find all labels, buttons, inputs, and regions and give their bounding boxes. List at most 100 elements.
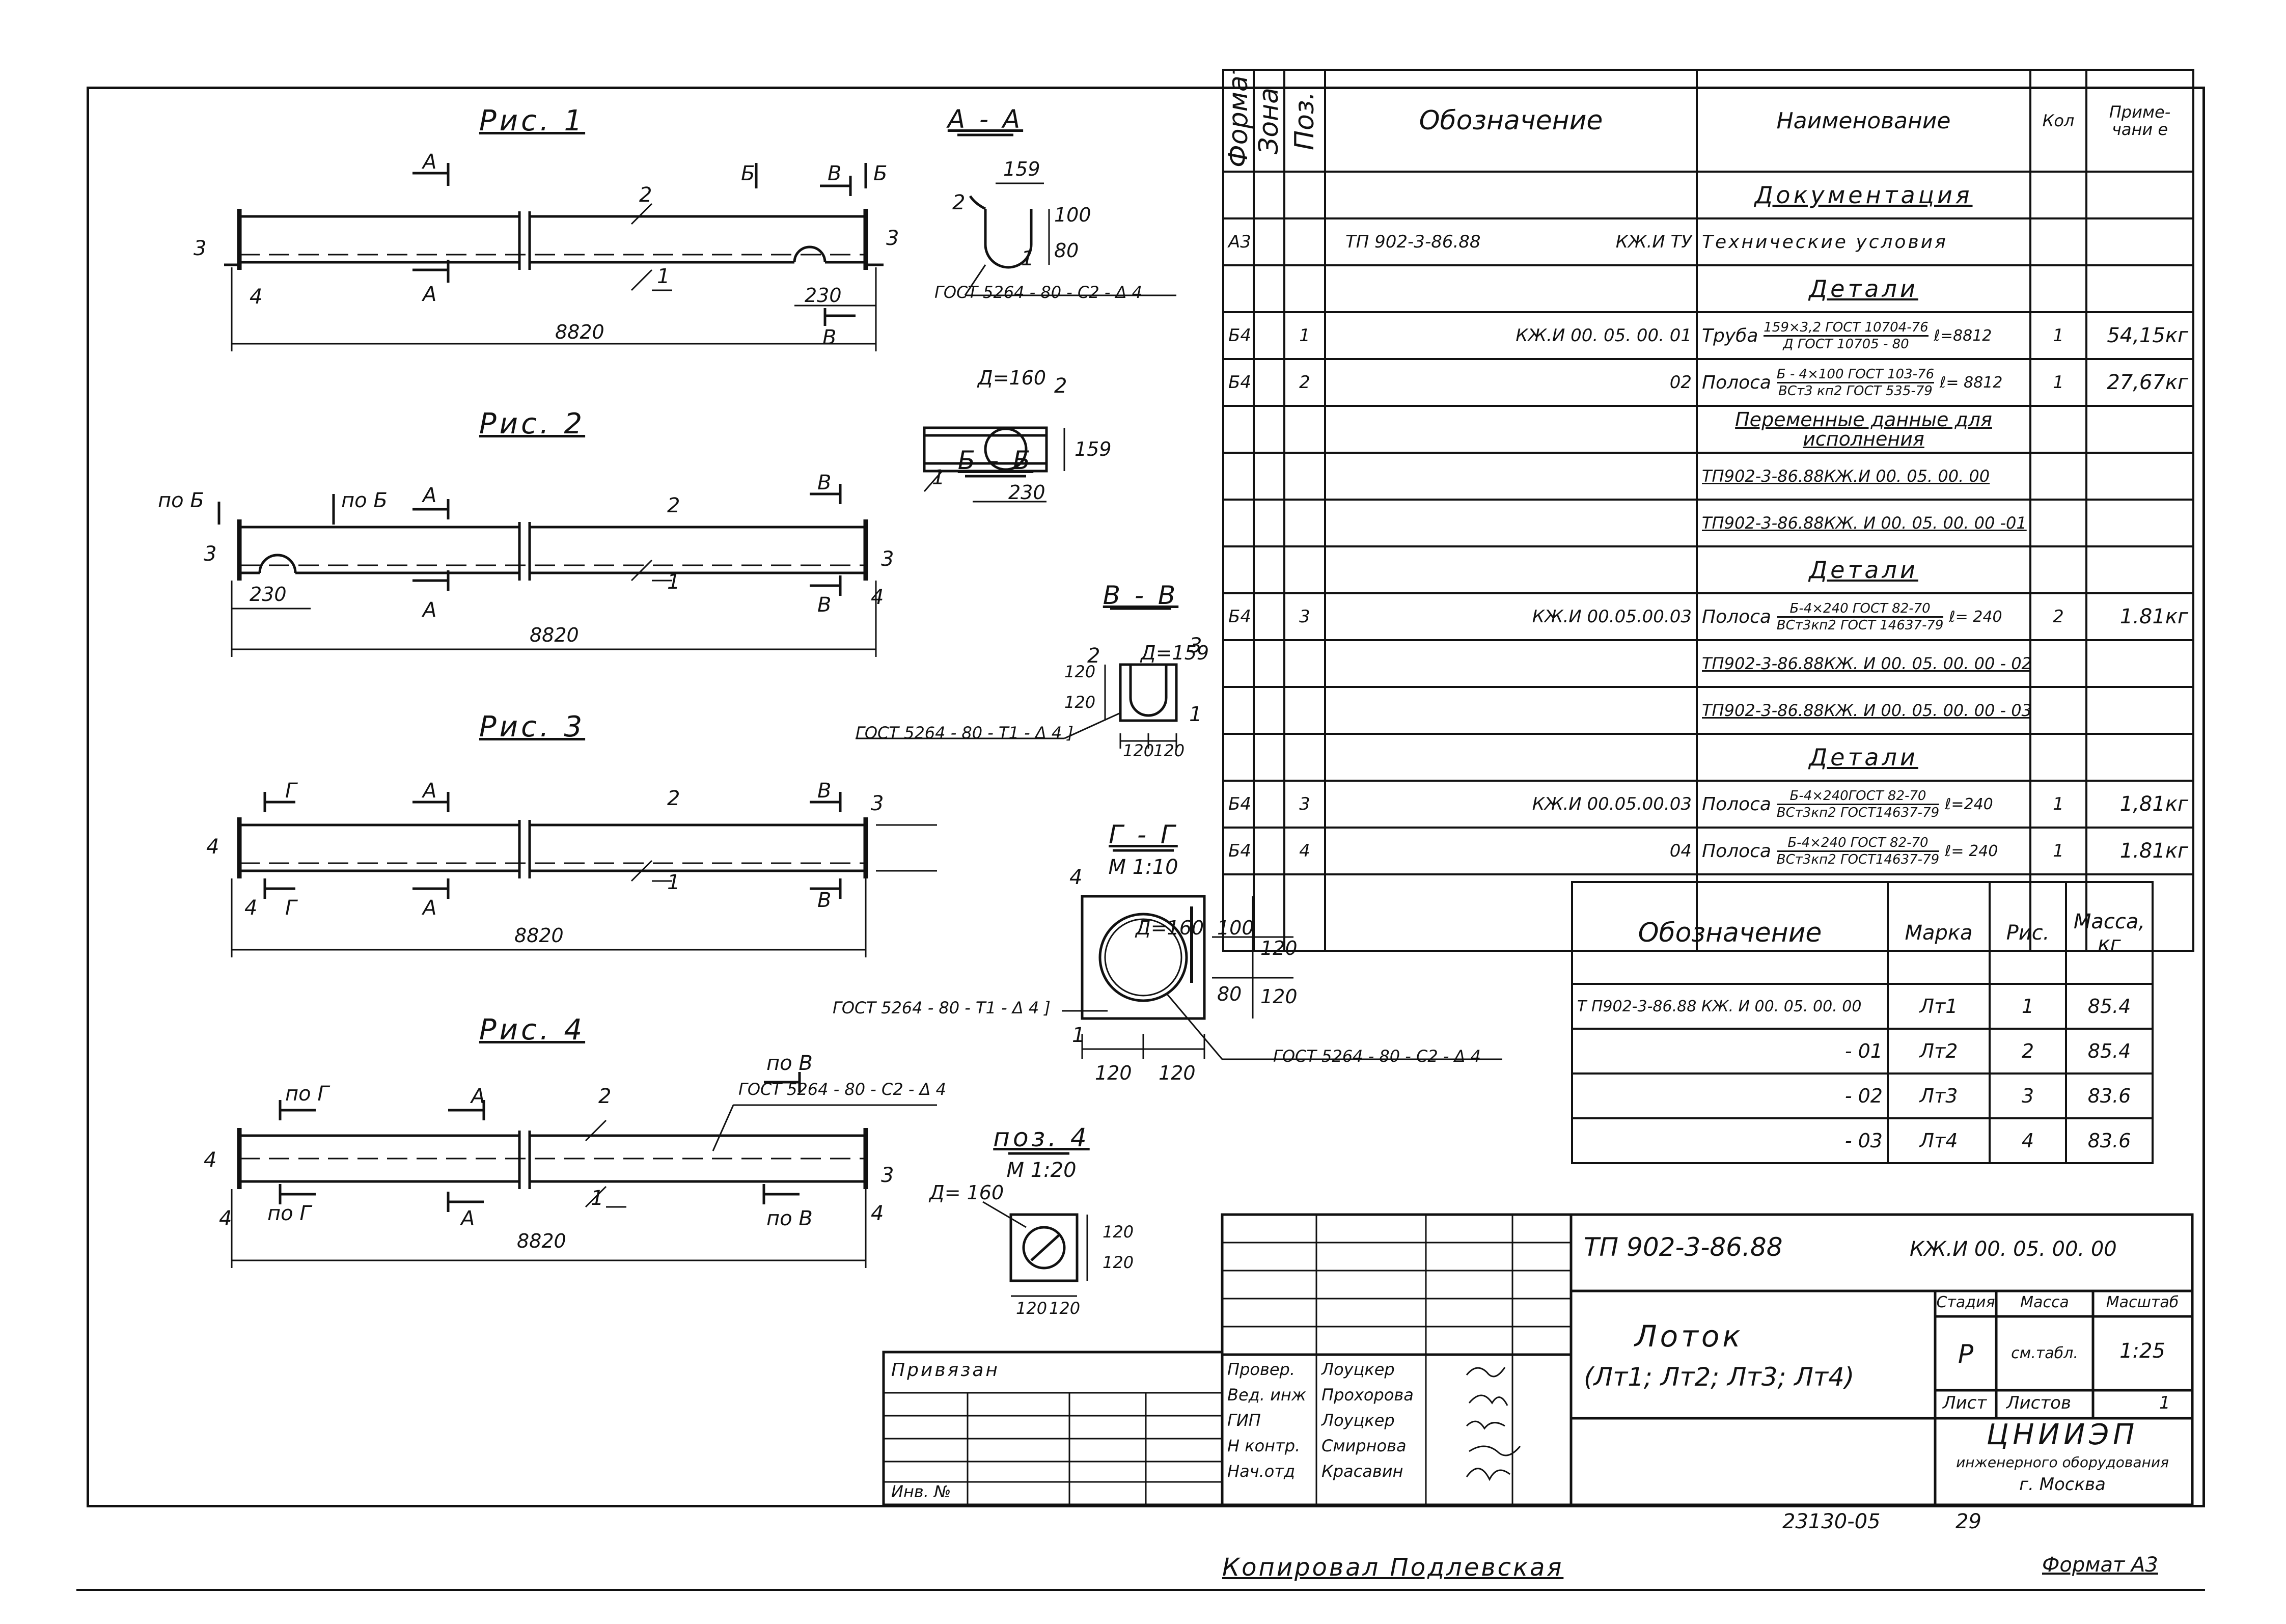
stamp-scale-header: Масштаб xyxy=(2106,1293,2179,1311)
spec-r3-sub-bot: ВСт3кп2 ГОСТ 14637-79 xyxy=(1776,617,1944,633)
marks-r0-mark: Лт1 xyxy=(1887,983,1991,1030)
spec-row-det2: Детали xyxy=(1222,545,2194,594)
fig2-pos4: 4 xyxy=(871,586,884,609)
stamp-name-1: Прохорова xyxy=(1321,1385,1414,1405)
spec-h-designation: Обозначение xyxy=(1324,69,1698,173)
fig4-pos4-right: 4 xyxy=(871,1202,884,1225)
stamp-mass-header: Масса xyxy=(2020,1293,2069,1311)
spec-r4-note: 1,81кг xyxy=(2085,780,2194,829)
stamp-org-2: инженерного оборудования xyxy=(1956,1454,2169,1471)
fig3-sec-a-top: А xyxy=(423,779,437,803)
section-bb-d160: Д=160 xyxy=(978,367,1046,389)
spec-row-var3: ТП902-3-86.88КЖ. И 00. 05. 00. 00 - 02 xyxy=(1222,639,2194,688)
spec-r1-note: 54,15кг xyxy=(2085,311,2194,360)
fig2-sec-v-bot: В xyxy=(817,593,832,617)
spec-row-4: Б4 3 КЖ.И 00.05.00.03 Полоса Б-4×240ГОСТ… xyxy=(1222,780,2194,829)
marks-r1-mass: 85.4 xyxy=(2065,1028,2154,1075)
stamp-role-2: ГИП xyxy=(1227,1411,1261,1430)
fig2-sec-v-top: В xyxy=(817,471,832,494)
spec-r5-sub-bot: ВСт3кп2 ГОСТ14637-79 xyxy=(1776,851,1940,867)
spec-r4-sub-top: Б-4×240ГОСТ 82-70 xyxy=(1776,788,1940,805)
section-aa-title: А - А xyxy=(947,104,1024,134)
spec-r4-designation: КЖ.И 00.05.00.03 xyxy=(1324,780,1698,829)
stamp-sheets: 1 xyxy=(2159,1393,2170,1413)
spec-documentation: Документация xyxy=(1696,171,2031,219)
section-vv-d120d: 120 xyxy=(1153,741,1185,760)
marks-header-row: Обозначение Марка Рис. Масса, кг xyxy=(1571,881,2154,985)
marks-r0-fig: 1 xyxy=(1989,983,2067,1030)
spec-h-qty: Кол xyxy=(2029,69,2087,173)
pos4-d120a: 120 xyxy=(1103,1222,1134,1242)
stamp-privyazan: Привязан xyxy=(891,1360,1000,1381)
pos4-d120c: 120 xyxy=(1016,1299,1048,1318)
fig1-sec-b-left: Б xyxy=(741,162,755,185)
fig2-po-b-right: по Б xyxy=(341,489,388,512)
section-vv-pos2: 2 xyxy=(1087,644,1100,668)
marks-r2-fig: 3 xyxy=(1989,1072,2067,1119)
spec-details-1: Детали xyxy=(1696,264,2031,313)
stamp-org-3: г. Москва xyxy=(2019,1474,2106,1495)
stamp-scale: 1:25 xyxy=(2119,1339,2165,1363)
fig1-title: Рис. 1 xyxy=(479,104,586,137)
spec-var-3: ТП902-3-86.88КЖ. И 00. 05. 00. 00 - 02 xyxy=(1696,639,2031,688)
spec-var-4: ТП902-3-86.88КЖ. И 00. 05. 00. 00 - 03 xyxy=(1696,686,2031,735)
spec-h-name: Наименование xyxy=(1696,69,2031,173)
spec-var-1: ТП902-3-86.88КЖ.И 00. 05. 00. 00 xyxy=(1696,452,2031,501)
stamp-mass: см.табл. xyxy=(2011,1344,2078,1362)
fig3-pos3: 3 xyxy=(871,792,884,815)
spec-r2-main: Полоса xyxy=(1702,372,1771,393)
spec-r4-len: ℓ=240 xyxy=(1944,795,1993,813)
section-gg-d120b: 120 xyxy=(1260,985,1298,1008)
footer-number: 23130-05 xyxy=(1782,1510,1881,1533)
spec-r5-designation: 04 xyxy=(1324,827,1698,875)
fig1-pos3-left: 3 xyxy=(194,237,207,260)
fig4-po-g-top: по Г xyxy=(285,1082,329,1106)
fig4-pos4-left: 4 xyxy=(204,1148,217,1172)
stamp-stage-header: Стадия xyxy=(1936,1293,1995,1311)
section-gg-title: Г - Г xyxy=(1109,820,1178,849)
spec-r1-pos: 1 xyxy=(1283,311,1326,360)
stamp-sheets-header: Листов xyxy=(2006,1393,2072,1413)
section-vv-gost: ГОСТ 5264 - 80 - Т1 - Δ 4 ] xyxy=(856,723,1073,742)
fig1-sec-a-bot: А xyxy=(423,283,437,306)
marks-h-mass: Масса, кг xyxy=(2065,881,2154,985)
section-vv-title: В - В xyxy=(1103,581,1179,610)
spec-tu-format: А3 xyxy=(1222,217,1255,266)
spec-tu-name: Технические условия xyxy=(1696,217,2031,266)
fig2-cut-dim: 230 xyxy=(250,583,287,605)
marks-r3-mass: 83.6 xyxy=(2065,1117,2154,1164)
stamp-name-4: Красавин xyxy=(1321,1462,1403,1481)
spec-r2-len: ℓ= 8812 xyxy=(1939,373,2003,392)
spec-row-det3: Детали xyxy=(1222,733,2194,782)
marks-r1-designation: - 01 xyxy=(1571,1028,1889,1075)
stamp-name-2: Лоуцкер xyxy=(1321,1411,1395,1430)
spec-r3-note: 1.81кг xyxy=(2085,592,2194,641)
fig4-pos3: 3 xyxy=(881,1164,894,1187)
spec-row-var1: ТП902-3-86.88КЖ.И 00. 05. 00. 00 xyxy=(1222,452,2194,501)
spec-row-det1: Детали xyxy=(1222,264,2194,313)
marks-row: Т П902-3-86.88 КЖ. И 00. 05. 00. 00 Лт1 … xyxy=(1571,983,2154,1030)
marks-row: - 02 Лт3 3 83.6 xyxy=(1571,1072,2154,1119)
stamp-inv: Инв. № xyxy=(891,1482,951,1501)
spec-var-2: ТП902-3-86.88КЖ. И 00. 05. 00. 00 -01 xyxy=(1696,499,2031,547)
spec-r4-qty: 1 xyxy=(2029,780,2087,829)
spec-r3-len: ℓ= 240 xyxy=(1949,608,2002,626)
stamp-role-4: Нач.отд xyxy=(1227,1462,1296,1481)
fig3-pos2: 2 xyxy=(667,787,680,810)
stamp-title: Лоток xyxy=(1635,1319,1744,1354)
marks-row: - 01 Лт2 2 85.4 xyxy=(1571,1028,2154,1075)
stamp-role-3: Н контр. xyxy=(1227,1436,1301,1455)
spec-row-var2: ТП902-3-86.88КЖ. И 00. 05. 00. 00 -01 xyxy=(1222,499,2194,547)
fig1-pos2: 2 xyxy=(639,183,652,207)
fig3-sec-v-bot: В xyxy=(817,889,832,912)
marks-h-designation: Обозначение xyxy=(1571,881,1889,985)
marks-r0-designation: Т П902-3-86.88 КЖ. И 00. 05. 00. 00 xyxy=(1571,983,1889,1030)
